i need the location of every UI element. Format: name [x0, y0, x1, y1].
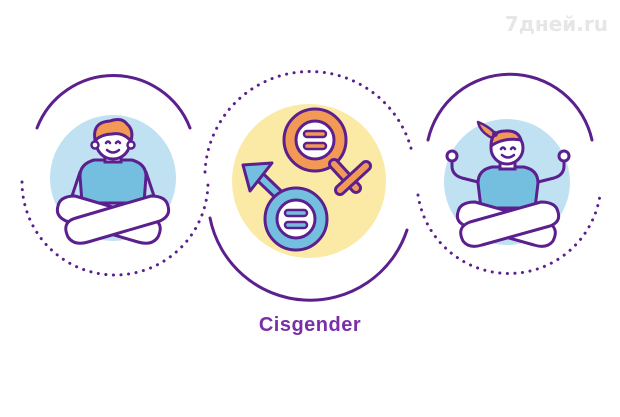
center-bottom-arc — [208, 216, 409, 302]
center-dotted-arc — [203, 70, 414, 174]
meditating-man-icon — [55, 118, 171, 245]
right-arc — [426, 72, 594, 142]
meditating-woman-icon — [445, 120, 571, 248]
right-panel — [416, 72, 602, 275]
left-panel — [20, 74, 210, 277]
right-dotted-arc — [416, 193, 602, 275]
gender-symbols-icon — [241, 107, 372, 252]
left-dotted-arc — [20, 180, 210, 277]
center-panel — [203, 70, 414, 302]
caption-title: Cisgender — [258, 314, 362, 336]
left-arc — [35, 74, 192, 130]
